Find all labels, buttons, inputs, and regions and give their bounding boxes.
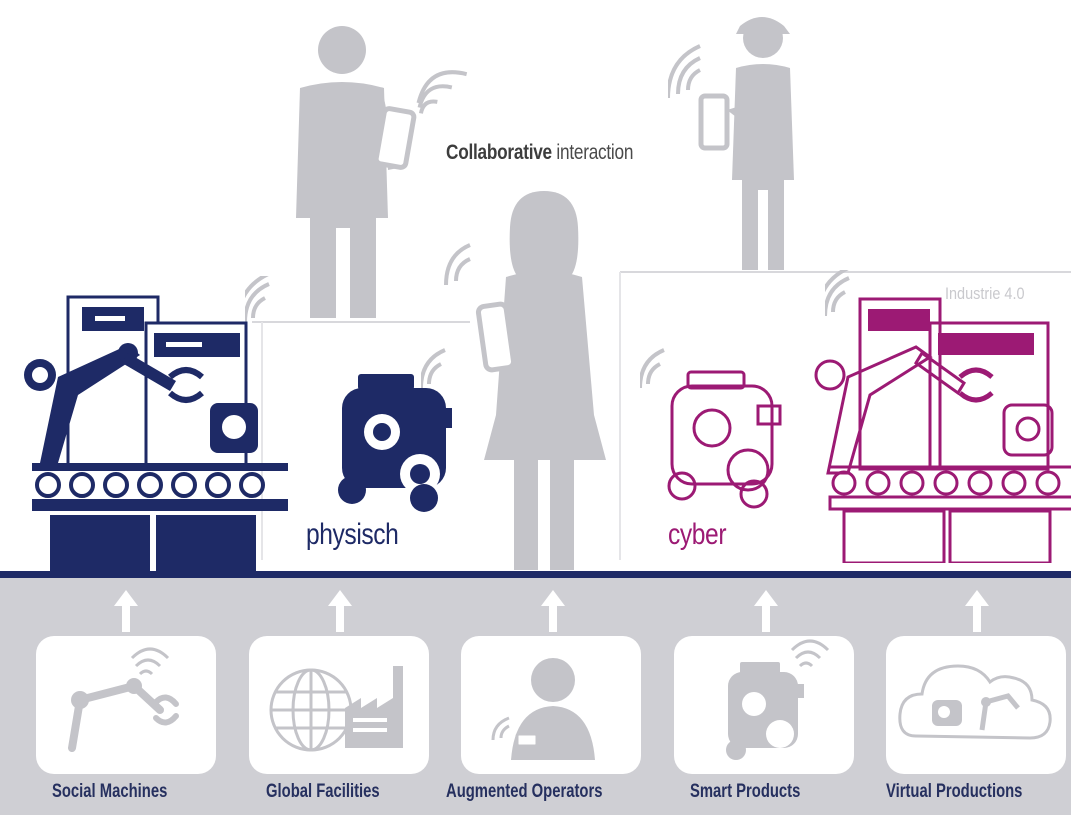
tile-label-global-facilities: Global Facilities: [266, 781, 380, 802]
globe-factory-icon: [269, 666, 403, 752]
physical-label: physisch: [306, 518, 399, 551]
robot-arm-icon: [68, 647, 179, 752]
up-arrow-icon: [328, 590, 352, 632]
signal-icon: [825, 270, 850, 317]
physical-product-icon: [338, 374, 452, 512]
industrie-40-label: Industrie 4.0: [945, 284, 1025, 303]
up-arrow-icon: [541, 590, 565, 632]
signal-icon: [640, 348, 665, 389]
signal-icon: [245, 276, 270, 323]
cyber-production-line-icon: [814, 297, 1071, 563]
tile-global-facilities: [249, 636, 429, 774]
tile-label-virtual-productions: Virtual Productions: [886, 781, 1023, 802]
up-arrow-icon: [114, 590, 138, 632]
cloud-production-icon: [898, 664, 1052, 740]
tile-virtual-productions: [886, 636, 1066, 774]
person-woman-tablet-icon: [444, 191, 606, 570]
cyber-label: cyber: [668, 518, 727, 551]
tile-label-augmented-operators: Augmented Operators: [446, 781, 603, 802]
tile-social-machines: [36, 636, 216, 774]
physical-production-line-icon: [24, 295, 288, 571]
person-man-tablet-icon: [296, 26, 468, 318]
tile-augmented-operators: [461, 636, 641, 774]
up-arrow-icon: [965, 590, 989, 632]
baseline-divider: [0, 571, 1071, 578]
signal-icon: [421, 348, 446, 389]
collaborative-interaction-caption: Collaborative interaction: [446, 141, 634, 164]
cyber-product-icon: [667, 370, 782, 509]
up-arrow-icon: [754, 590, 778, 632]
tile-label-social-machines: Social Machines: [52, 781, 168, 802]
smart-product-icon: [726, 639, 830, 760]
tile-label-smart-products: Smart Products: [690, 781, 801, 802]
tile-smart-products: [674, 636, 854, 774]
operator-icon: [491, 658, 595, 760]
person-man-cap-phone-icon: [668, 17, 794, 270]
